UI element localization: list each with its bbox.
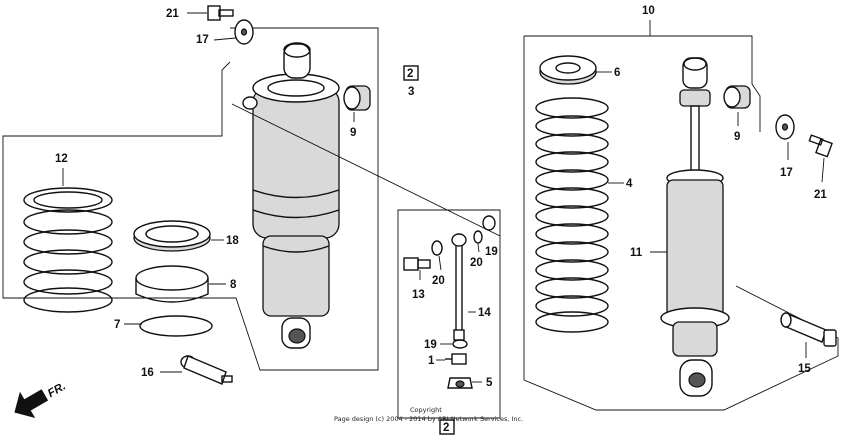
callout-2-box-bottom bbox=[439, 419, 455, 435]
callout-10: 10 bbox=[642, 5, 655, 17]
callout-15: 15 bbox=[798, 363, 811, 375]
cap-nut bbox=[447, 377, 473, 389]
kit-leader-line bbox=[231, 103, 501, 237]
callout-11: 11 bbox=[630, 247, 643, 259]
callout-17-right: 17 bbox=[780, 167, 793, 179]
spring-ring bbox=[135, 265, 209, 303]
sealing-washer-a bbox=[431, 240, 443, 256]
left-shock-absorber bbox=[242, 42, 340, 349]
upper-spring-seat bbox=[539, 55, 597, 85]
callout-9-left: 9 bbox=[350, 127, 356, 139]
callout-9-right: 9 bbox=[734, 131, 740, 143]
callout-1: 1 bbox=[428, 355, 435, 367]
left-bushing bbox=[343, 85, 371, 111]
snap-ring bbox=[139, 315, 213, 337]
o-ring-upper bbox=[482, 215, 496, 231]
callout-6: 6 bbox=[614, 67, 620, 79]
spring-seat bbox=[133, 220, 211, 252]
callout-20-b: 20 bbox=[470, 257, 483, 269]
flange-bolt-left bbox=[207, 5, 234, 21]
right-assembly-frame bbox=[523, 35, 839, 411]
callout-7: 7 bbox=[114, 319, 120, 331]
callout-16: 16 bbox=[141, 367, 154, 379]
callout-8: 8 bbox=[230, 279, 237, 291]
callout-19-upper: 19 bbox=[485, 246, 498, 258]
sealing-washer-b bbox=[473, 230, 483, 244]
callout-5: 5 bbox=[486, 377, 493, 389]
callout-labels: 21 17 2 3 9 12 18 8 7 16 19 20 20 13 14 … bbox=[55, 5, 827, 435]
callout-3: 3 bbox=[408, 86, 414, 98]
washer-right bbox=[775, 114, 795, 140]
callout-2-bottom: 2 bbox=[443, 422, 449, 434]
right-coil-spring bbox=[535, 97, 609, 333]
callout-19-lower: 19 bbox=[424, 339, 437, 351]
union-fitting bbox=[445, 353, 467, 365]
callout-20-a: 20 bbox=[432, 275, 445, 287]
callout-2-box-top bbox=[403, 65, 419, 81]
washer-left bbox=[234, 19, 254, 45]
callout-21-left: 21 bbox=[166, 8, 179, 20]
lower-bolt-left bbox=[180, 355, 233, 385]
left-coil-spring bbox=[23, 187, 113, 313]
left-assembly-frame bbox=[2, 27, 379, 371]
banjo-bolt bbox=[403, 257, 431, 271]
copyright-line: Copyright bbox=[410, 406, 442, 414]
callout-4: 4 bbox=[626, 178, 633, 190]
flange-bolt-right bbox=[808, 134, 833, 158]
callout-21-right: 21 bbox=[814, 189, 827, 201]
callout-12: 12 bbox=[55, 153, 68, 165]
front-arrow-icon: FR. bbox=[14, 380, 68, 419]
lower-bolt-right bbox=[780, 312, 837, 347]
callout-13: 13 bbox=[412, 289, 425, 301]
callout-2-top: 2 bbox=[407, 68, 413, 80]
right-shock-absorber bbox=[660, 57, 730, 397]
front-direction-label: FR. bbox=[46, 380, 68, 400]
callout-18: 18 bbox=[226, 235, 239, 247]
copyright-notice: Page design (c) 2004 - 2014 by ARI Netwo… bbox=[334, 415, 523, 423]
hose-assembly bbox=[451, 233, 467, 341]
leader-lines bbox=[62, 12, 825, 383]
center-kit-frame bbox=[397, 209, 501, 419]
right-bushing bbox=[723, 85, 751, 109]
callout-17-left: 17 bbox=[196, 34, 209, 46]
o-ring-lower bbox=[452, 339, 468, 349]
callout-14: 14 bbox=[478, 307, 491, 319]
